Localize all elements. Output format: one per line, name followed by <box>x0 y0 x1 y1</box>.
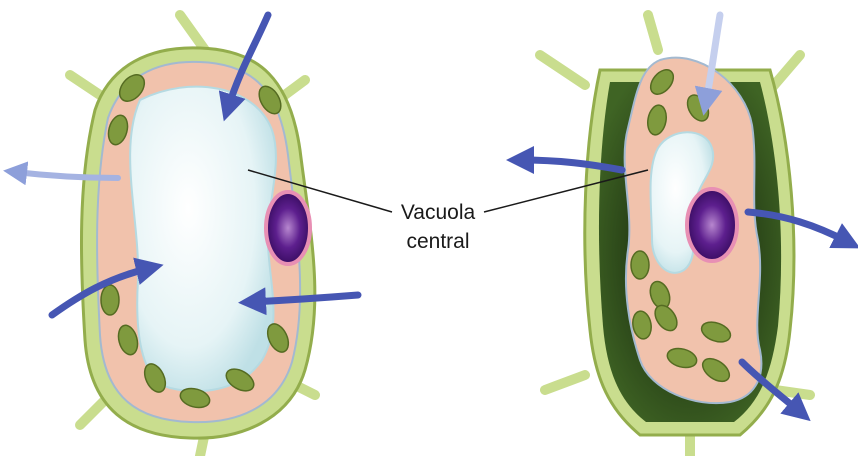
chloroplast-icon <box>101 285 119 315</box>
nucleus-icon <box>266 192 310 264</box>
nucleus-icon <box>687 189 737 261</box>
right-cell <box>520 15 848 456</box>
label-line-2: central <box>406 230 469 253</box>
chloroplast-icon <box>631 251 649 279</box>
left-central-vacuole <box>130 87 276 392</box>
label-line-1: Vacuola <box>401 201 476 224</box>
left-cell <box>15 15 358 456</box>
